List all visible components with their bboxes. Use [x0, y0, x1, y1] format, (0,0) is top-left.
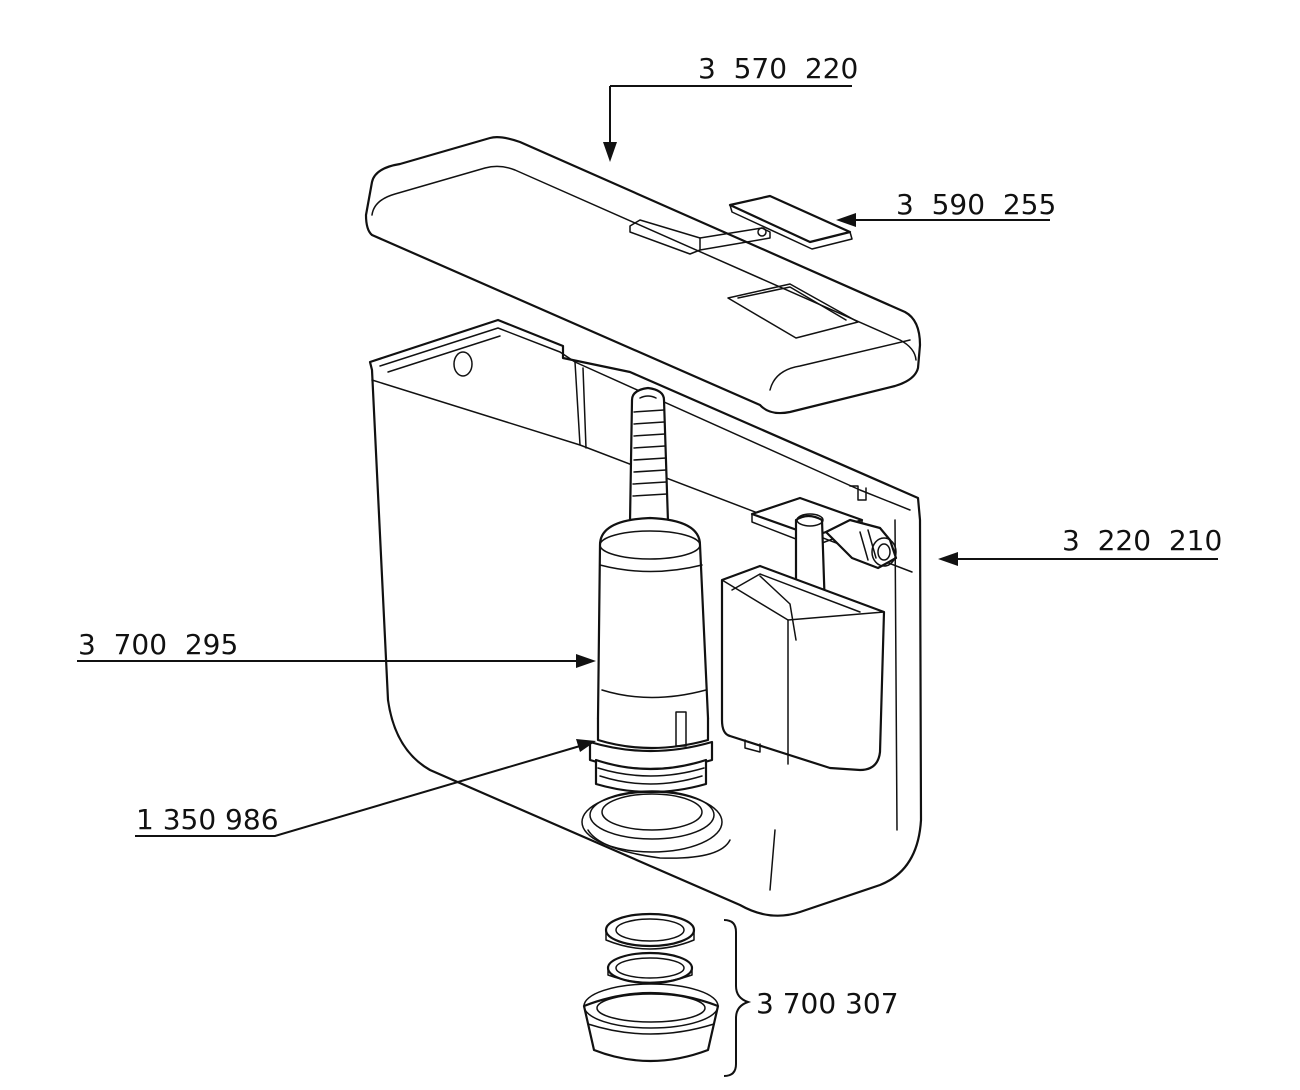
callout-flush-valve: 3 700 295: [77, 628, 596, 668]
cistern-lid: [364, 136, 922, 415]
callout-button: 3 590 255: [836, 188, 1056, 227]
label-seal: 1 350 986: [136, 803, 279, 836]
label-button: 3 590 255: [896, 188, 1056, 221]
flush-valve: [581, 386, 723, 853]
callout-seal: 1 350 986: [135, 739, 596, 837]
flush-button: [629, 194, 853, 255]
label-fill-valve: 3 220 210: [1062, 524, 1222, 557]
fill-valve: [720, 496, 898, 772]
callout-fill-valve: 3 220 210: [938, 524, 1222, 566]
label-connector-set: 3 700 307: [756, 987, 899, 1020]
label-flush-valve: 3 700 295: [78, 628, 238, 661]
connector-set: [582, 912, 720, 1063]
callout-lid: 3 570 220: [603, 52, 858, 162]
label-lid: 3 570 220: [698, 52, 858, 85]
ribs: [632, 409, 668, 497]
callout-connector-set: 3 700 307: [723, 919, 899, 1077]
